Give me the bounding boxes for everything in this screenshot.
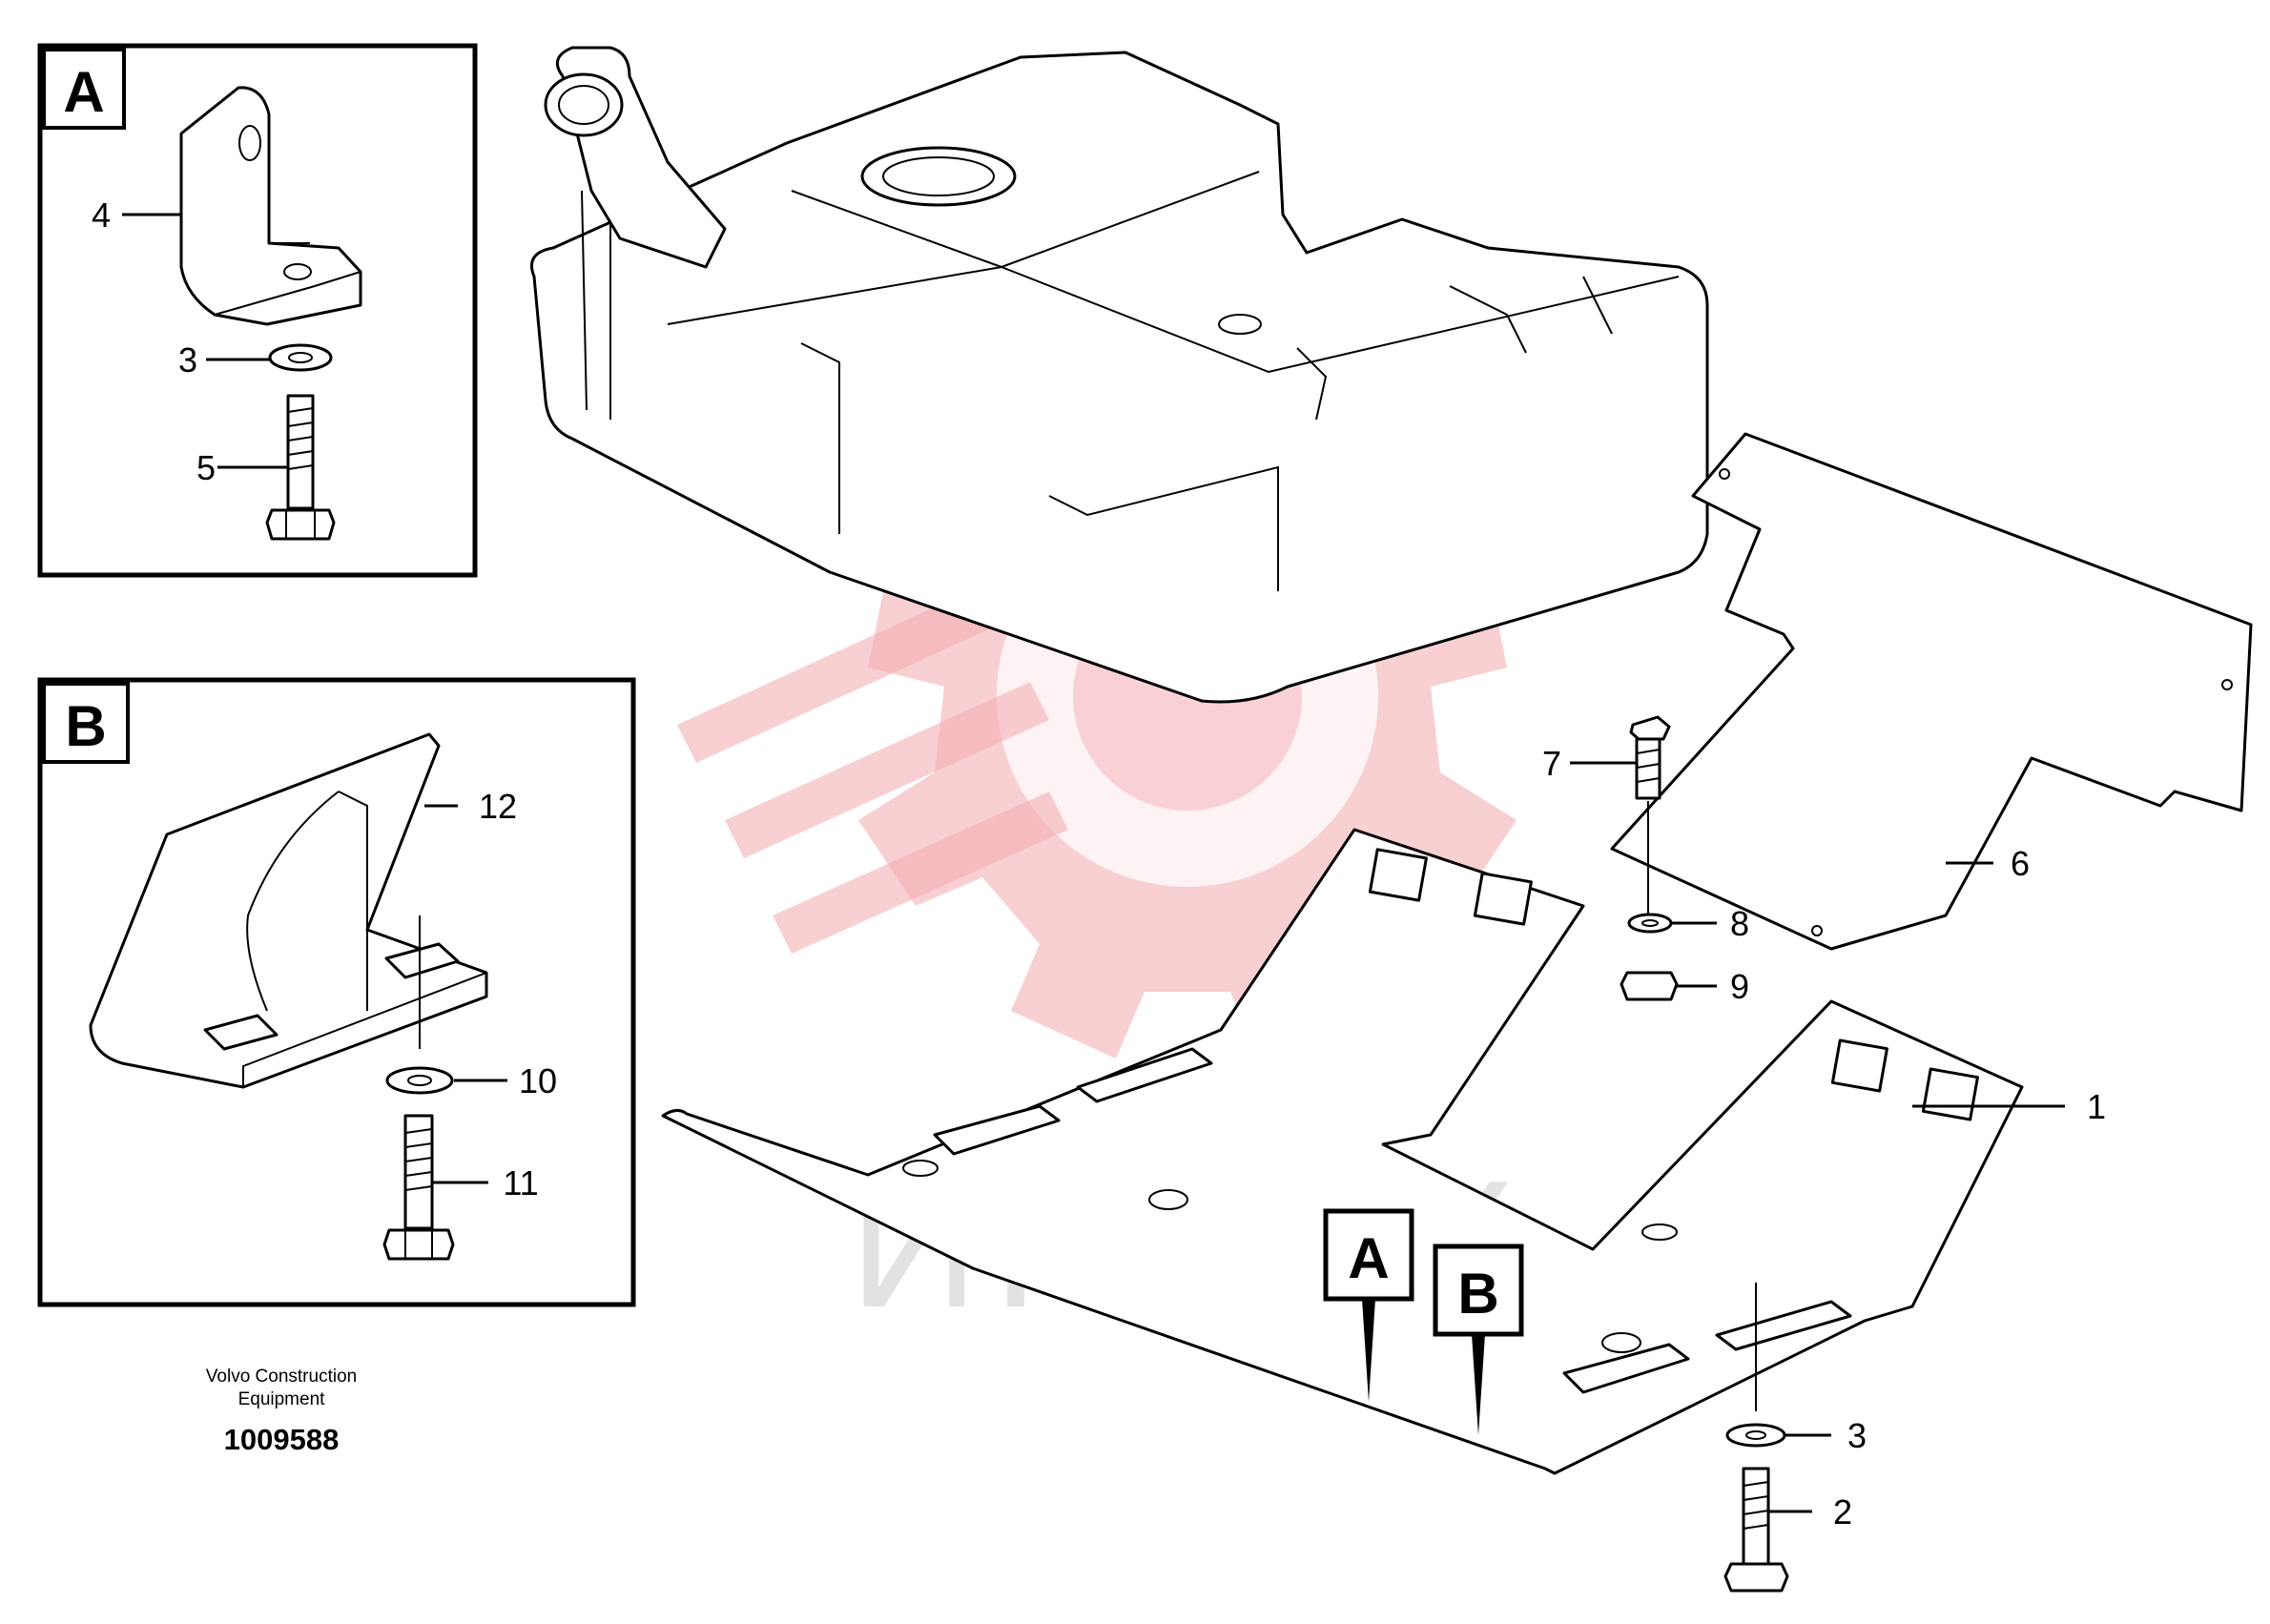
callout-4: 4 [92, 195, 111, 235]
callout-11: 11 [503, 1163, 538, 1203]
detail-a-panel: A 4 3 5 [37, 43, 478, 578]
publisher-line-2: Equipment [237, 1389, 325, 1409]
fuel-tank [530, 46, 1709, 704]
pointer-a-letter: A [1348, 1226, 1389, 1290]
callout-5: 5 [196, 448, 216, 487]
pointer-b-letter: B [1457, 1262, 1498, 1326]
fastener-set-7-8-9 [1570, 715, 1717, 1001]
callout-2: 2 [1833, 1492, 1852, 1531]
callout-12: 12 [479, 787, 517, 826]
mounting-bracket-4 [179, 86, 362, 326]
callout-3-main: 3 [1847, 1416, 1867, 1455]
publisher-name: Volvo Construction Equipment [153, 1366, 410, 1411]
pointer-b: B [1433, 1244, 1524, 1435]
bracket-plate-12 [89, 732, 488, 1089]
callout-10: 10 [519, 1061, 557, 1100]
skid-plate-1 [661, 828, 2024, 1475]
callout-8: 8 [1730, 904, 1749, 943]
washer-3-detail [268, 343, 333, 372]
detail-b-letter: B [65, 694, 106, 758]
callout-3-detail: 3 [178, 340, 197, 380]
publisher-line-1: Volvo Construction [205, 1367, 358, 1387]
drawing-number: 1009588 [223, 1423, 340, 1456]
callout-9: 9 [1730, 967, 1749, 1006]
detail-b-panel: B 12 10 11 [37, 677, 636, 1307]
fastener-set-2-3 [1723, 1283, 1831, 1593]
callout-7: 7 [1542, 744, 1561, 783]
washer-10 [385, 1066, 454, 1095]
detail-a-letter: A [63, 60, 104, 124]
pointer-a: A [1323, 1208, 1414, 1402]
callout-6: 6 [2011, 844, 2030, 883]
cover-plate-6 [1610, 432, 2253, 951]
callout-1: 1 [2087, 1087, 2106, 1126]
